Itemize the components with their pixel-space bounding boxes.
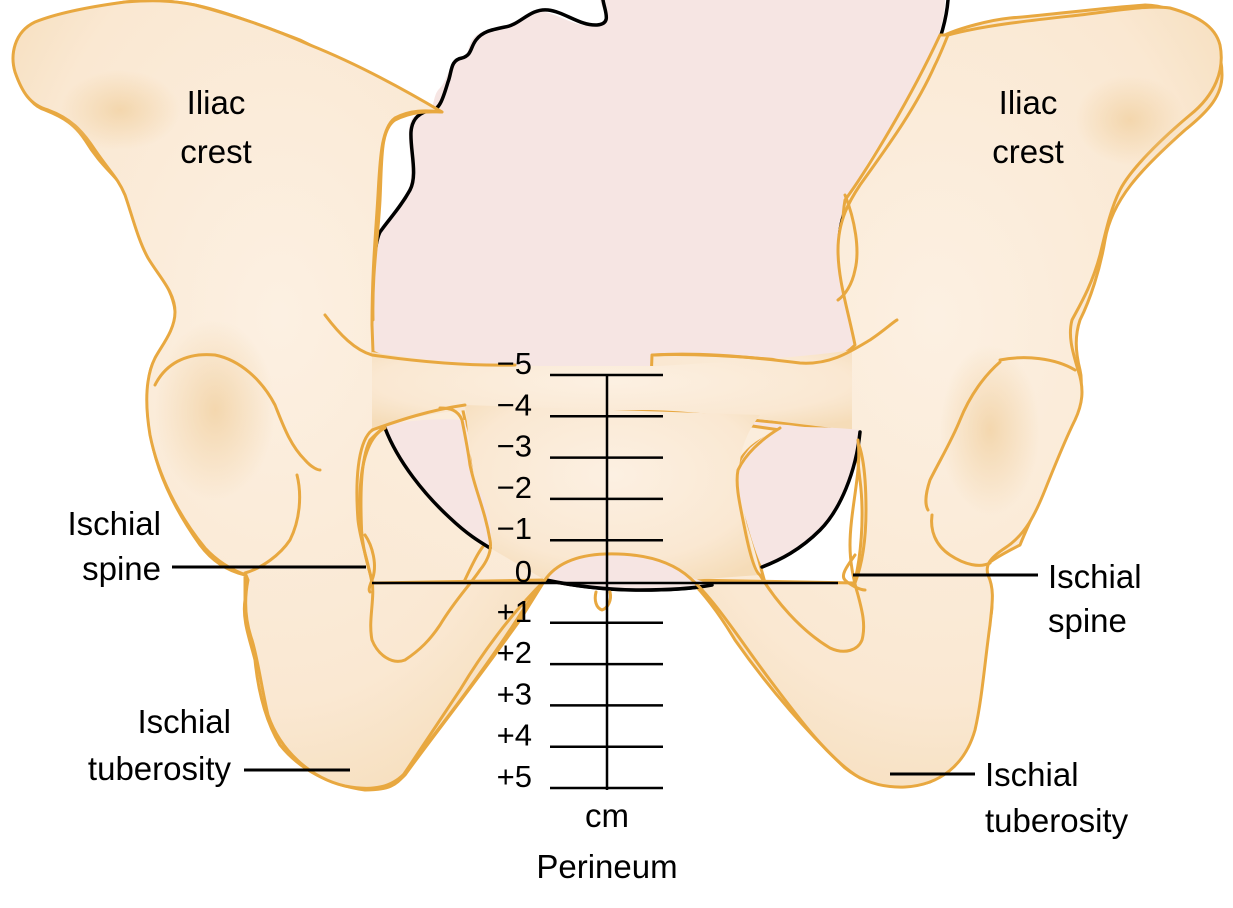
scale-unit-label: cm bbox=[585, 797, 629, 834]
central-bone-band bbox=[372, 350, 852, 430]
fetal-head-lower-left-edge bbox=[383, 426, 492, 550]
fetal-head-vertex-edge bbox=[544, 578, 714, 592]
label-ischial-spine-right: Ischial spine bbox=[853, 558, 1142, 639]
right-acetabulum-lower bbox=[924, 360, 1002, 512]
pubic-arch-fill bbox=[465, 405, 760, 580]
right-sacroiliac-curve bbox=[836, 193, 859, 302]
label-iliac-crest-right: Iliac crest bbox=[992, 84, 1064, 170]
label-ischial-tuberosity-right: Ischial tuberosity bbox=[890, 756, 1129, 839]
label-ischial-tuberosity-left-line1: Ischial bbox=[137, 703, 231, 740]
station-scale: −5 −4 −3 −2 −1 0 +1 +2 +3 +4 +5 bbox=[497, 346, 663, 794]
fetal-head-outline-top bbox=[369, 0, 609, 342]
left-inner-ischium-outline bbox=[358, 406, 492, 663]
label-ischial-tuberosity-right-line1: Ischial bbox=[985, 756, 1079, 793]
scale-tick-label: +3 bbox=[497, 676, 532, 711]
scale-tick-label: −3 bbox=[497, 429, 532, 464]
pelvis-structure bbox=[11, 0, 1223, 790]
fetal-head-lower-visible-right bbox=[737, 427, 860, 567]
label-ischial-tuberosity-left-line2: tuberosity bbox=[88, 750, 232, 787]
label-ischial-tuberosity-right-line2: tuberosity bbox=[985, 802, 1129, 839]
label-ischial-spine-right-line1: Ischial bbox=[1048, 558, 1142, 595]
left-pubic-ramus bbox=[543, 552, 862, 780]
label-ischial-tuberosity-left: Ischial tuberosity bbox=[88, 703, 350, 787]
right-ischial-spine-point bbox=[841, 553, 867, 592]
right-acetabulum-bottom bbox=[930, 513, 992, 567]
left-ischial-spine-point bbox=[363, 533, 376, 594]
right-wing-shadow bbox=[1075, 75, 1185, 165]
scale-tick-label: −4 bbox=[497, 387, 532, 422]
label-iliac-crest-left-line2: crest bbox=[180, 133, 252, 170]
fetal-head-tip bbox=[593, 590, 612, 612]
left-wing-shadow bbox=[60, 70, 180, 150]
left-acetabulum-shadow bbox=[155, 320, 275, 500]
label-ischial-spine-left-line1: Ischial bbox=[67, 505, 161, 542]
left-acetabulum-rim bbox=[153, 353, 322, 472]
scale-tick-label: +5 bbox=[497, 759, 532, 794]
right-acetabulum-rim bbox=[998, 356, 1077, 372]
label-iliac-crest-right-line2: crest bbox=[992, 133, 1064, 170]
fetal-head-lower-visible bbox=[385, 419, 492, 548]
fetal-head-lower-right-edge bbox=[760, 430, 862, 569]
left-pubic-ramus-outer bbox=[402, 578, 547, 776]
label-iliac-crest-right-line1: Iliac bbox=[999, 84, 1058, 121]
label-ischial-spine-right-line2: spine bbox=[1048, 602, 1127, 639]
label-ischial-spine-left-line2: spine bbox=[82, 550, 161, 587]
scale-tick-label: +1 bbox=[497, 594, 532, 629]
fetal-head-vertex bbox=[546, 555, 712, 590]
scale-tick-label: −1 bbox=[497, 511, 532, 546]
label-iliac-crest-left-line1: Iliac bbox=[187, 84, 246, 121]
scale-tick-label: 0 bbox=[515, 554, 532, 589]
left-sacral-line bbox=[370, 403, 467, 432]
right-inner-ischium-outline bbox=[735, 426, 866, 653]
left-ilium-wing bbox=[11, 0, 547, 790]
label-iliac-crest-left: Iliac crest bbox=[180, 84, 252, 170]
scale-tick-label: +4 bbox=[497, 718, 532, 753]
right-acetabulum-shadow bbox=[940, 345, 1040, 515]
right-pelvic-brim-line bbox=[653, 318, 899, 365]
scale-tick-label: +2 bbox=[497, 635, 532, 670]
perineum-label: Perineum bbox=[536, 848, 677, 885]
scale-tick-label: −2 bbox=[497, 470, 532, 505]
scale-tick-label: −5 bbox=[497, 346, 532, 381]
left-pelvic-brim-line bbox=[323, 313, 517, 367]
label-ischial-spine-left: Ischial spine bbox=[67, 505, 366, 587]
